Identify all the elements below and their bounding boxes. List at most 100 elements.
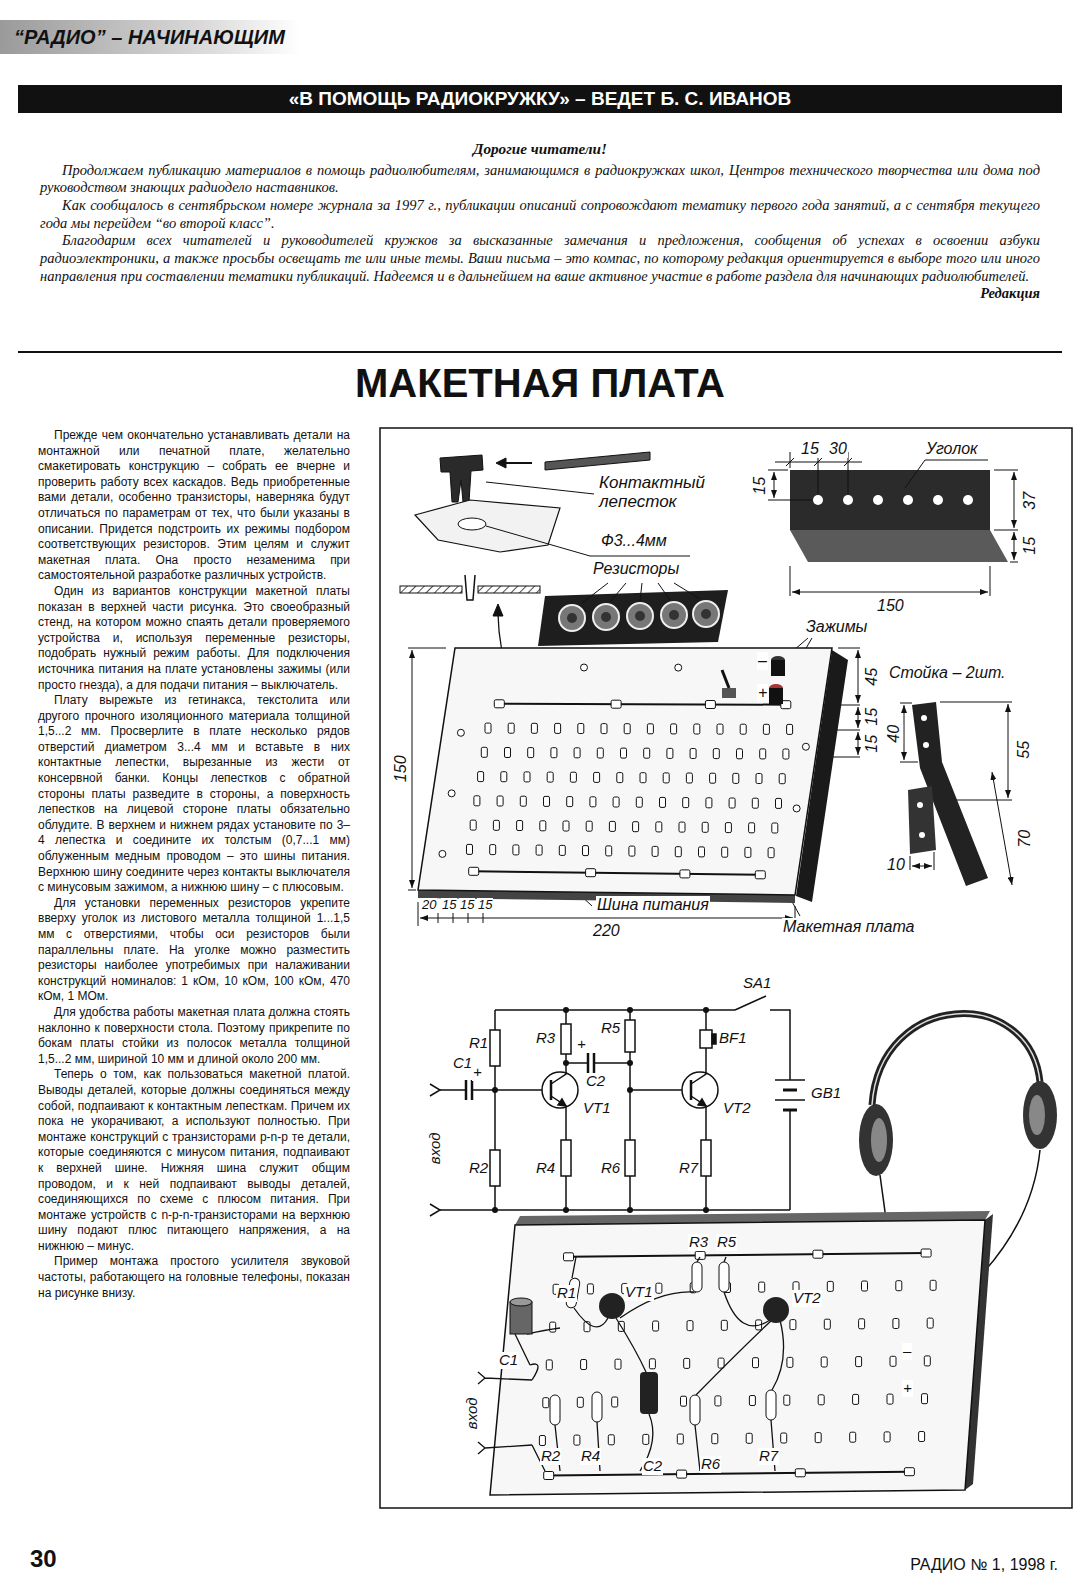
assembled-board bbox=[692, 1262, 702, 1292]
figure-label: C2 bbox=[642, 1458, 663, 1475]
contact-hole bbox=[613, 797, 619, 807]
schematic bbox=[783, 1109, 797, 1112]
figure-label: + bbox=[902, 1380, 913, 1397]
dimension-lines bbox=[994, 470, 1018, 471]
contact-hole bbox=[684, 1358, 690, 1368]
screw bbox=[457, 729, 464, 736]
rubric-banner: «В ПОМОЩЬ РАДИОКРУЖКУ» – ВЕДЕТ Б. С. ИВА… bbox=[18, 85, 1062, 113]
contact-hole bbox=[781, 1433, 787, 1443]
figure-label: – bbox=[757, 652, 768, 670]
contact-hole bbox=[520, 796, 526, 806]
contact-hole bbox=[555, 723, 561, 733]
contact-petal bbox=[493, 604, 503, 616]
figure-label: 55 bbox=[1015, 740, 1033, 760]
headphones bbox=[1029, 1095, 1045, 1135]
screw bbox=[802, 743, 809, 750]
resistor-panel bbox=[601, 612, 611, 622]
figure-label: 15 bbox=[863, 734, 881, 754]
breadboard bbox=[771, 660, 785, 676]
schematic bbox=[627, 1087, 633, 1093]
schematic bbox=[440, 1010, 790, 1210]
figure-label: + bbox=[472, 1064, 483, 1081]
figure-label: 37 bbox=[1021, 491, 1039, 511]
dimension-lines bbox=[990, 566, 991, 596]
resistor-panel bbox=[627, 603, 653, 629]
figure-label: Зажимы bbox=[805, 618, 868, 636]
bus-petal bbox=[611, 700, 621, 708]
contact-petal bbox=[506, 462, 532, 464]
stand-bracket bbox=[921, 715, 927, 721]
assembled-board bbox=[592, 1392, 602, 1422]
board-wire bbox=[478, 1257, 784, 1471]
contact-petal bbox=[496, 458, 506, 468]
figure-label: 45 bbox=[863, 667, 881, 687]
contact-hole bbox=[790, 1320, 796, 1330]
dimension-lines bbox=[904, 705, 905, 760]
figure-label: 10 bbox=[886, 856, 906, 874]
resistor-panel bbox=[559, 605, 585, 631]
page-rule bbox=[18, 352, 1072, 1508]
contact-hole bbox=[725, 823, 731, 833]
headphones bbox=[859, 1104, 893, 1176]
contact-hole bbox=[493, 820, 499, 830]
contact-hole bbox=[590, 797, 596, 807]
section-banner: “РАДИО” – НАЧИНАЮЩИМ bbox=[0, 20, 300, 54]
contact-hole bbox=[859, 1319, 865, 1329]
figure-label: Стойка – 2шт. bbox=[888, 664, 1007, 682]
assembled-board bbox=[766, 1390, 776, 1420]
assembled-board bbox=[510, 1298, 532, 1306]
figure-label: R7 bbox=[678, 1160, 699, 1177]
contact-hole bbox=[706, 798, 712, 808]
figure-label: Резисторы bbox=[592, 560, 680, 578]
contact-hole bbox=[722, 847, 728, 857]
contact-hole bbox=[543, 1398, 549, 1408]
dimension-lines bbox=[1014, 472, 1015, 528]
dimension-lines bbox=[818, 452, 819, 494]
contact-hole bbox=[675, 847, 681, 857]
resistor-panel bbox=[661, 602, 687, 628]
figure-label: Контактный лепесток bbox=[598, 474, 725, 511]
contact-hole bbox=[713, 749, 719, 759]
dimension-lines bbox=[910, 856, 911, 870]
resistor-panel bbox=[567, 613, 577, 623]
dimension-lines bbox=[858, 650, 859, 703]
contact-hole bbox=[490, 845, 496, 855]
contact-hole bbox=[547, 772, 553, 782]
dimension-lines bbox=[905, 460, 925, 488]
bus-petal bbox=[494, 700, 504, 708]
dimension-lines bbox=[925, 460, 988, 461]
contact-hole bbox=[612, 1397, 618, 1407]
figure-label: R2 bbox=[468, 1160, 489, 1177]
dimension-lines bbox=[848, 452, 849, 494]
breadboard bbox=[722, 688, 736, 698]
contact-hole bbox=[749, 823, 755, 833]
contact-hole bbox=[729, 798, 735, 808]
figure-label: 40 bbox=[885, 724, 903, 744]
contact-hole bbox=[679, 822, 685, 832]
contact-hole bbox=[536, 845, 542, 855]
figure-label: R3 bbox=[535, 1030, 556, 1047]
board-wire bbox=[574, 1292, 694, 1372]
breadboard bbox=[722, 670, 729, 688]
dimension-lines bbox=[790, 566, 791, 596]
body-paragraph: Теперь о том, как пользоваться макетной … bbox=[38, 1067, 350, 1254]
breadboard bbox=[769, 688, 783, 704]
schematic bbox=[490, 1030, 500, 1066]
dimension-lines bbox=[792, 592, 988, 593]
schematic bbox=[630, 1010, 691, 1210]
schematic bbox=[492, 1007, 709, 1213]
contact-hole bbox=[594, 772, 600, 782]
contact-hole bbox=[922, 1394, 928, 1404]
resistor-panel bbox=[701, 609, 711, 619]
contact-hole bbox=[663, 773, 669, 783]
assembled-board bbox=[510, 1302, 532, 1334]
contact-hole bbox=[617, 773, 623, 783]
contact-hole bbox=[896, 1281, 902, 1291]
schematic bbox=[701, 1140, 711, 1176]
contact-hole bbox=[586, 821, 592, 831]
assembled-board bbox=[490, 1220, 985, 1495]
figure-label: Ф3...4мм bbox=[600, 532, 668, 550]
bus-petal bbox=[755, 871, 765, 879]
contact-hole bbox=[821, 1357, 827, 1367]
schematic bbox=[492, 1087, 498, 1093]
